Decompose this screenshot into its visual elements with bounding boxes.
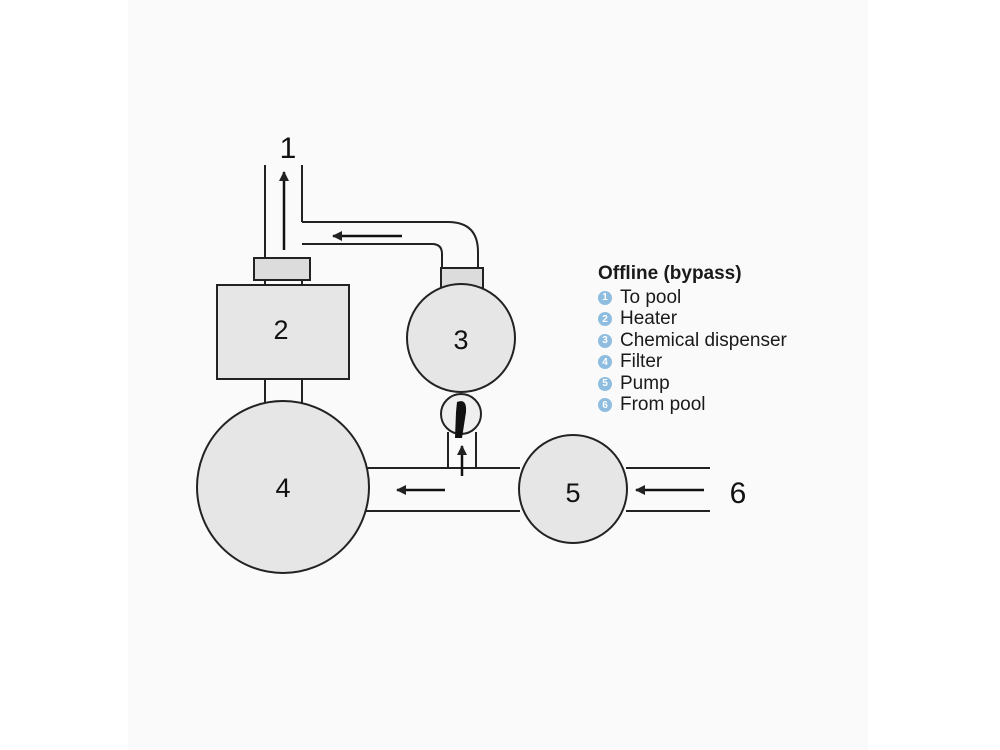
legend-number-badge: 4 (598, 355, 612, 370)
legend-item: 5 Pump (598, 373, 858, 395)
chemical-dispenser-circle (406, 283, 516, 393)
legend-title: Offline (bypass) (598, 263, 742, 284)
chemical-dispenser-label: 3 (453, 325, 468, 355)
legend-item: 3 Chemical dispenser (598, 330, 858, 352)
bypass-pipe-inner (302, 243, 443, 268)
legend-item-label: Pump (620, 372, 670, 394)
pump-circle (518, 434, 628, 544)
heater-label: 2 (273, 315, 288, 345)
legend-number-badge: 1 (598, 290, 612, 305)
legend-item: 1 To pool (598, 287, 858, 309)
heater-coupling (253, 257, 311, 281)
bypass-pipe-outer (302, 221, 479, 268)
heater-box (216, 284, 350, 380)
legend-item-label: Chemical dispenser (620, 329, 787, 351)
legend-item-label: Heater (620, 308, 678, 330)
legend-item-label: To pool (620, 286, 682, 308)
legend-item: 6 From pool (598, 394, 858, 417)
pump-label: 5 (565, 478, 580, 508)
legend-item-label: Filter (620, 351, 663, 373)
legend-item: 4 Filter (598, 351, 858, 374)
legend-number-badge: 5 (598, 376, 612, 391)
from-pool-label: 6 (730, 477, 747, 510)
check-valve-flap (455, 401, 467, 438)
legend-number-badge: 2 (598, 312, 612, 327)
legend: Offline (bypass) 1 To pool 2 Heater 3 Ch… (598, 263, 858, 416)
filter-circle (196, 400, 370, 574)
legend-number-badge: 3 (598, 333, 612, 348)
legend-item-label: From pool (620, 394, 706, 416)
filter-label: 4 (275, 473, 290, 503)
legend-item: 2 Heater (598, 308, 858, 331)
to-pool-label: 1 (280, 132, 297, 165)
legend-number-badge: 6 (598, 398, 612, 413)
